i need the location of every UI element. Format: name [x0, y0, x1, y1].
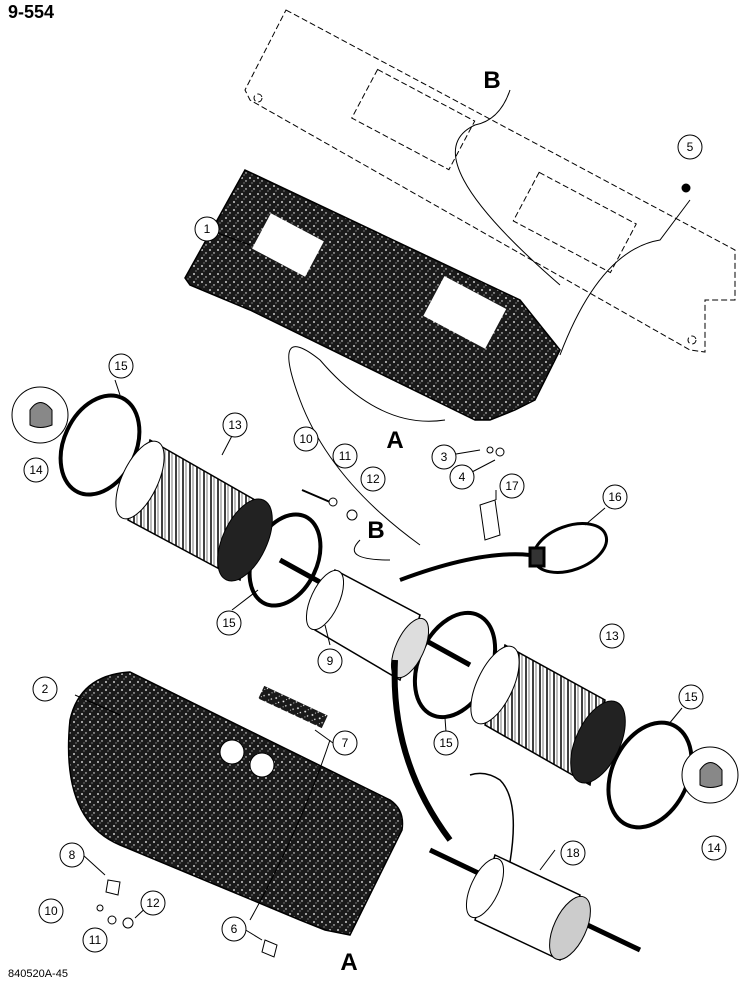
callout-8: 8 — [59, 842, 85, 868]
svg-text:4: 4 — [459, 470, 466, 484]
callout-11-lower: 11 — [82, 927, 108, 953]
clip-left — [11, 386, 69, 444]
bracket — [479, 499, 501, 541]
callout-1: 1 — [194, 216, 220, 242]
svg-text:6: 6 — [231, 922, 238, 936]
callout-7: 7 — [332, 730, 358, 756]
reference-letter-a-bottom: A — [340, 949, 357, 976]
callout-10-lower: 10 — [38, 898, 64, 924]
fasteners — [96, 183, 691, 958]
blower-motor — [278, 557, 472, 682]
callout-10-upper: 10 — [293, 426, 319, 452]
svg-text:12: 12 — [146, 896, 160, 910]
replacement-motor — [428, 772, 642, 962]
motor-swap-arrow-lower — [391, 659, 453, 842]
callout-4: 4 — [449, 464, 475, 490]
svg-text:18: 18 — [566, 846, 580, 860]
svg-text:5: 5 — [687, 140, 694, 154]
svg-text:7: 7 — [342, 736, 349, 750]
callout-14-left: 14 — [23, 457, 49, 483]
figure-code: 840520A-45 — [8, 968, 68, 980]
svg-text:10: 10 — [299, 432, 313, 446]
callout-15-b: 15 — [216, 610, 242, 636]
svg-text:13: 13 — [228, 418, 242, 432]
callout-13-lower: 13 — [599, 623, 625, 649]
svg-text:3: 3 — [441, 450, 448, 464]
svg-text:9: 9 — [327, 654, 334, 668]
svg-text:17: 17 — [505, 479, 519, 493]
callouts: 1 2 3 4 5 6 7 8 9 10 10 11 11 12 12 13 1… — [23, 134, 727, 953]
svg-text:14: 14 — [707, 841, 721, 855]
svg-text:15: 15 — [439, 736, 453, 750]
svg-text:15: 15 — [222, 616, 236, 630]
callout-15-a: 15 — [108, 353, 134, 379]
callout-15-d: 15 — [678, 684, 704, 710]
callout-17: 17 — [499, 473, 525, 499]
reference-letter-a-mid: A — [386, 427, 403, 454]
svg-text:12: 12 — [366, 472, 380, 486]
callout-15-c: 15 — [433, 730, 459, 756]
motor-swap-arrow — [399, 552, 531, 582]
callout-11-upper: 11 — [332, 443, 358, 469]
hose-clamp — [528, 522, 608, 574]
callout-5: 5 — [677, 134, 703, 160]
svg-text:11: 11 — [89, 933, 102, 947]
svg-text:15: 15 — [684, 690, 698, 704]
svg-text:14: 14 — [29, 463, 43, 477]
upper-blower-housing — [184, 169, 561, 421]
callout-9: 9 — [317, 648, 343, 674]
leader-lines — [74, 89, 691, 941]
callout-3: 3 — [431, 444, 457, 470]
svg-text:8: 8 — [69, 848, 76, 862]
foam-strip — [258, 685, 328, 729]
lower-blower-housing — [67, 671, 404, 936]
callout-13-upper: 13 — [222, 412, 248, 438]
callout-12-upper: 12 — [360, 466, 386, 492]
callout-16: 16 — [602, 484, 628, 510]
svg-text:13: 13 — [605, 629, 619, 643]
reference-letter-b-mid: B — [367, 517, 384, 544]
page-number: 9-554 — [8, 2, 55, 22]
reference-letter-b-top: B — [483, 67, 500, 94]
callout-14-right: 14 — [701, 835, 727, 861]
mounting-panel — [244, 9, 736, 353]
svg-text:1: 1 — [204, 222, 211, 236]
blower-wheels — [115, 438, 626, 787]
svg-text:16: 16 — [608, 490, 622, 504]
svg-text:10: 10 — [44, 904, 58, 918]
callout-6: 6 — [221, 916, 247, 942]
svg-text:15: 15 — [114, 359, 128, 373]
callout-18: 18 — [560, 840, 586, 866]
callout-12-lower: 12 — [140, 890, 166, 916]
clip-right — [681, 746, 739, 804]
svg-text:2: 2 — [42, 682, 49, 696]
callout-2: 2 — [32, 676, 58, 702]
svg-text:11: 11 — [339, 449, 352, 463]
